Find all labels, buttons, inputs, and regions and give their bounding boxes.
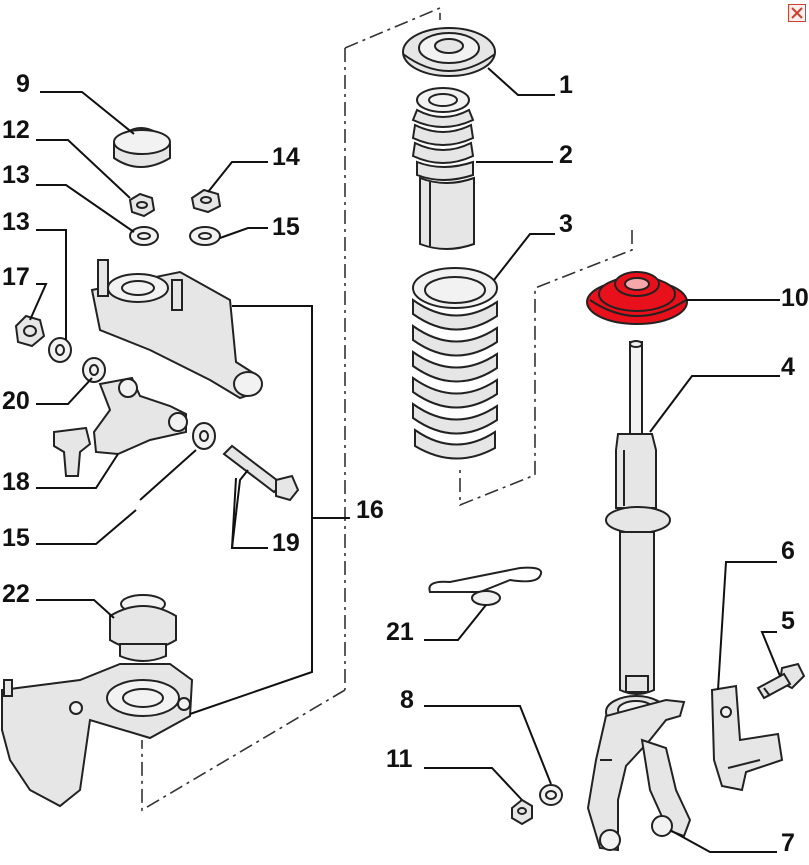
callout-20[interactable]: 20: [2, 387, 30, 415]
callout-10[interactable]: 10: [781, 284, 809, 312]
part-9-rubber-cap[interactable]: [113, 127, 171, 168]
close-button[interactable]: [788, 4, 806, 22]
part-12-nut[interactable]: [128, 192, 156, 218]
callout-5[interactable]: 5: [781, 607, 795, 635]
part-3-coil-spring[interactable]: [412, 267, 498, 460]
part-20-washer[interactable]: [82, 357, 106, 383]
group-outline-bottom: [141, 689, 346, 812]
part-17-nut[interactable]: [14, 314, 46, 348]
callout-13-upper[interactable]: 13: [2, 161, 30, 189]
part-21-clip[interactable]: [428, 566, 542, 606]
part-11-nut[interactable]: [511, 798, 533, 826]
part-16-upper-mount[interactable]: [90, 259, 263, 400]
part-7-steering-knuckle[interactable]: [586, 695, 692, 852]
callout-3[interactable]: 3: [559, 210, 573, 238]
callout-12[interactable]: 12: [2, 116, 30, 144]
part-15-washer-lower[interactable]: [192, 422, 216, 450]
part-4-shock-absorber[interactable]: [605, 340, 671, 695]
callout-6[interactable]: 6: [781, 537, 795, 565]
callout-8[interactable]: 8: [400, 686, 414, 714]
callout-22[interactable]: 22: [2, 580, 30, 608]
callout-15-upper[interactable]: 15: [272, 213, 300, 241]
callout-4[interactable]: 4: [781, 353, 795, 381]
part-6-bracket[interactable]: [710, 684, 784, 792]
callout-17[interactable]: 17: [2, 263, 30, 291]
part-19-bolt[interactable]: [222, 444, 300, 502]
part-8-washer[interactable]: [539, 784, 563, 806]
part-5-bolt[interactable]: [756, 662, 806, 700]
part-14-nut[interactable]: [190, 188, 222, 214]
callout-7[interactable]: 7: [781, 829, 795, 857]
part-16-strut-housing[interactable]: [1, 663, 194, 808]
group-outline-right: [459, 230, 633, 507]
callout-2[interactable]: 2: [559, 141, 573, 169]
part-2-bump-stop[interactable]: [411, 87, 475, 250]
callout-11[interactable]: 11: [386, 745, 413, 773]
part-10-spring-seat[interactable]: [586, 271, 688, 325]
callout-19[interactable]: 19: [272, 529, 300, 557]
part-18-control-arm[interactable]: [53, 376, 188, 477]
callout-13-lower[interactable]: 13: [2, 208, 30, 236]
part-1-top-mount[interactable]: [402, 27, 496, 77]
part-13-washer[interactable]: [129, 226, 159, 246]
callout-16[interactable]: 16: [356, 496, 384, 524]
part-15-washer-upper[interactable]: [189, 226, 221, 246]
close-icon: [791, 7, 803, 19]
leader-lines: [29, 67, 781, 853]
part-13-washer-lower[interactable]: [48, 337, 72, 363]
group-outline-left: [344, 6, 441, 49]
part-22-bushing[interactable]: [109, 594, 177, 662]
callout-14[interactable]: 14: [272, 143, 300, 171]
callout-9[interactable]: 9: [16, 70, 30, 98]
callout-21[interactable]: 21: [386, 618, 414, 646]
callout-18[interactable]: 18: [2, 468, 30, 496]
callout-15-lower[interactable]: 15: [2, 524, 30, 552]
callout-1[interactable]: 1: [559, 71, 573, 99]
